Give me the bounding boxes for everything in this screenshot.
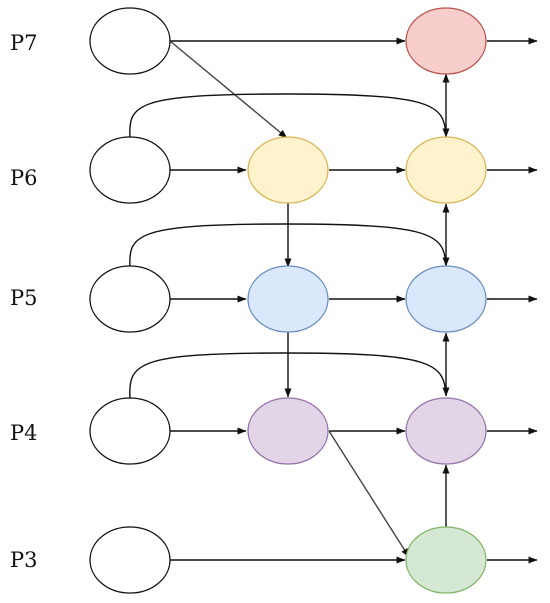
node-p6-mid (247, 136, 329, 204)
edge-p4-mid-to-p3-output (328, 430, 410, 558)
level-label-p6: P6 (10, 166, 38, 190)
edge-p5-input-skip-to-p5-output (129, 223, 447, 268)
node-p6-input (89, 136, 171, 204)
level-label-p3: P3 (10, 548, 38, 572)
node-p5-output (405, 265, 487, 333)
node-p3-output (405, 526, 487, 594)
node-p6-output (405, 136, 487, 204)
node-p4-mid (247, 397, 329, 465)
edge-p7-input-to-p6-mid (169, 40, 288, 139)
edges (129, 37, 538, 564)
node-p3-input (89, 526, 171, 594)
level-label-p4: P4 (10, 421, 38, 445)
level-label-p5: P5 (10, 286, 38, 310)
level-label-p7: P7 (10, 31, 38, 55)
node-p4-output (405, 397, 487, 465)
node-p7-input (89, 7, 171, 75)
edge-p6-input-skip-to-p6-output (129, 93, 447, 138)
node-p7-output (405, 7, 487, 75)
node-p5-mid (247, 265, 329, 333)
node-p4-input (89, 397, 171, 465)
nodes (89, 7, 487, 594)
node-p5-input (89, 265, 171, 333)
edge-p4-input-skip-to-p4-output (129, 352, 447, 399)
